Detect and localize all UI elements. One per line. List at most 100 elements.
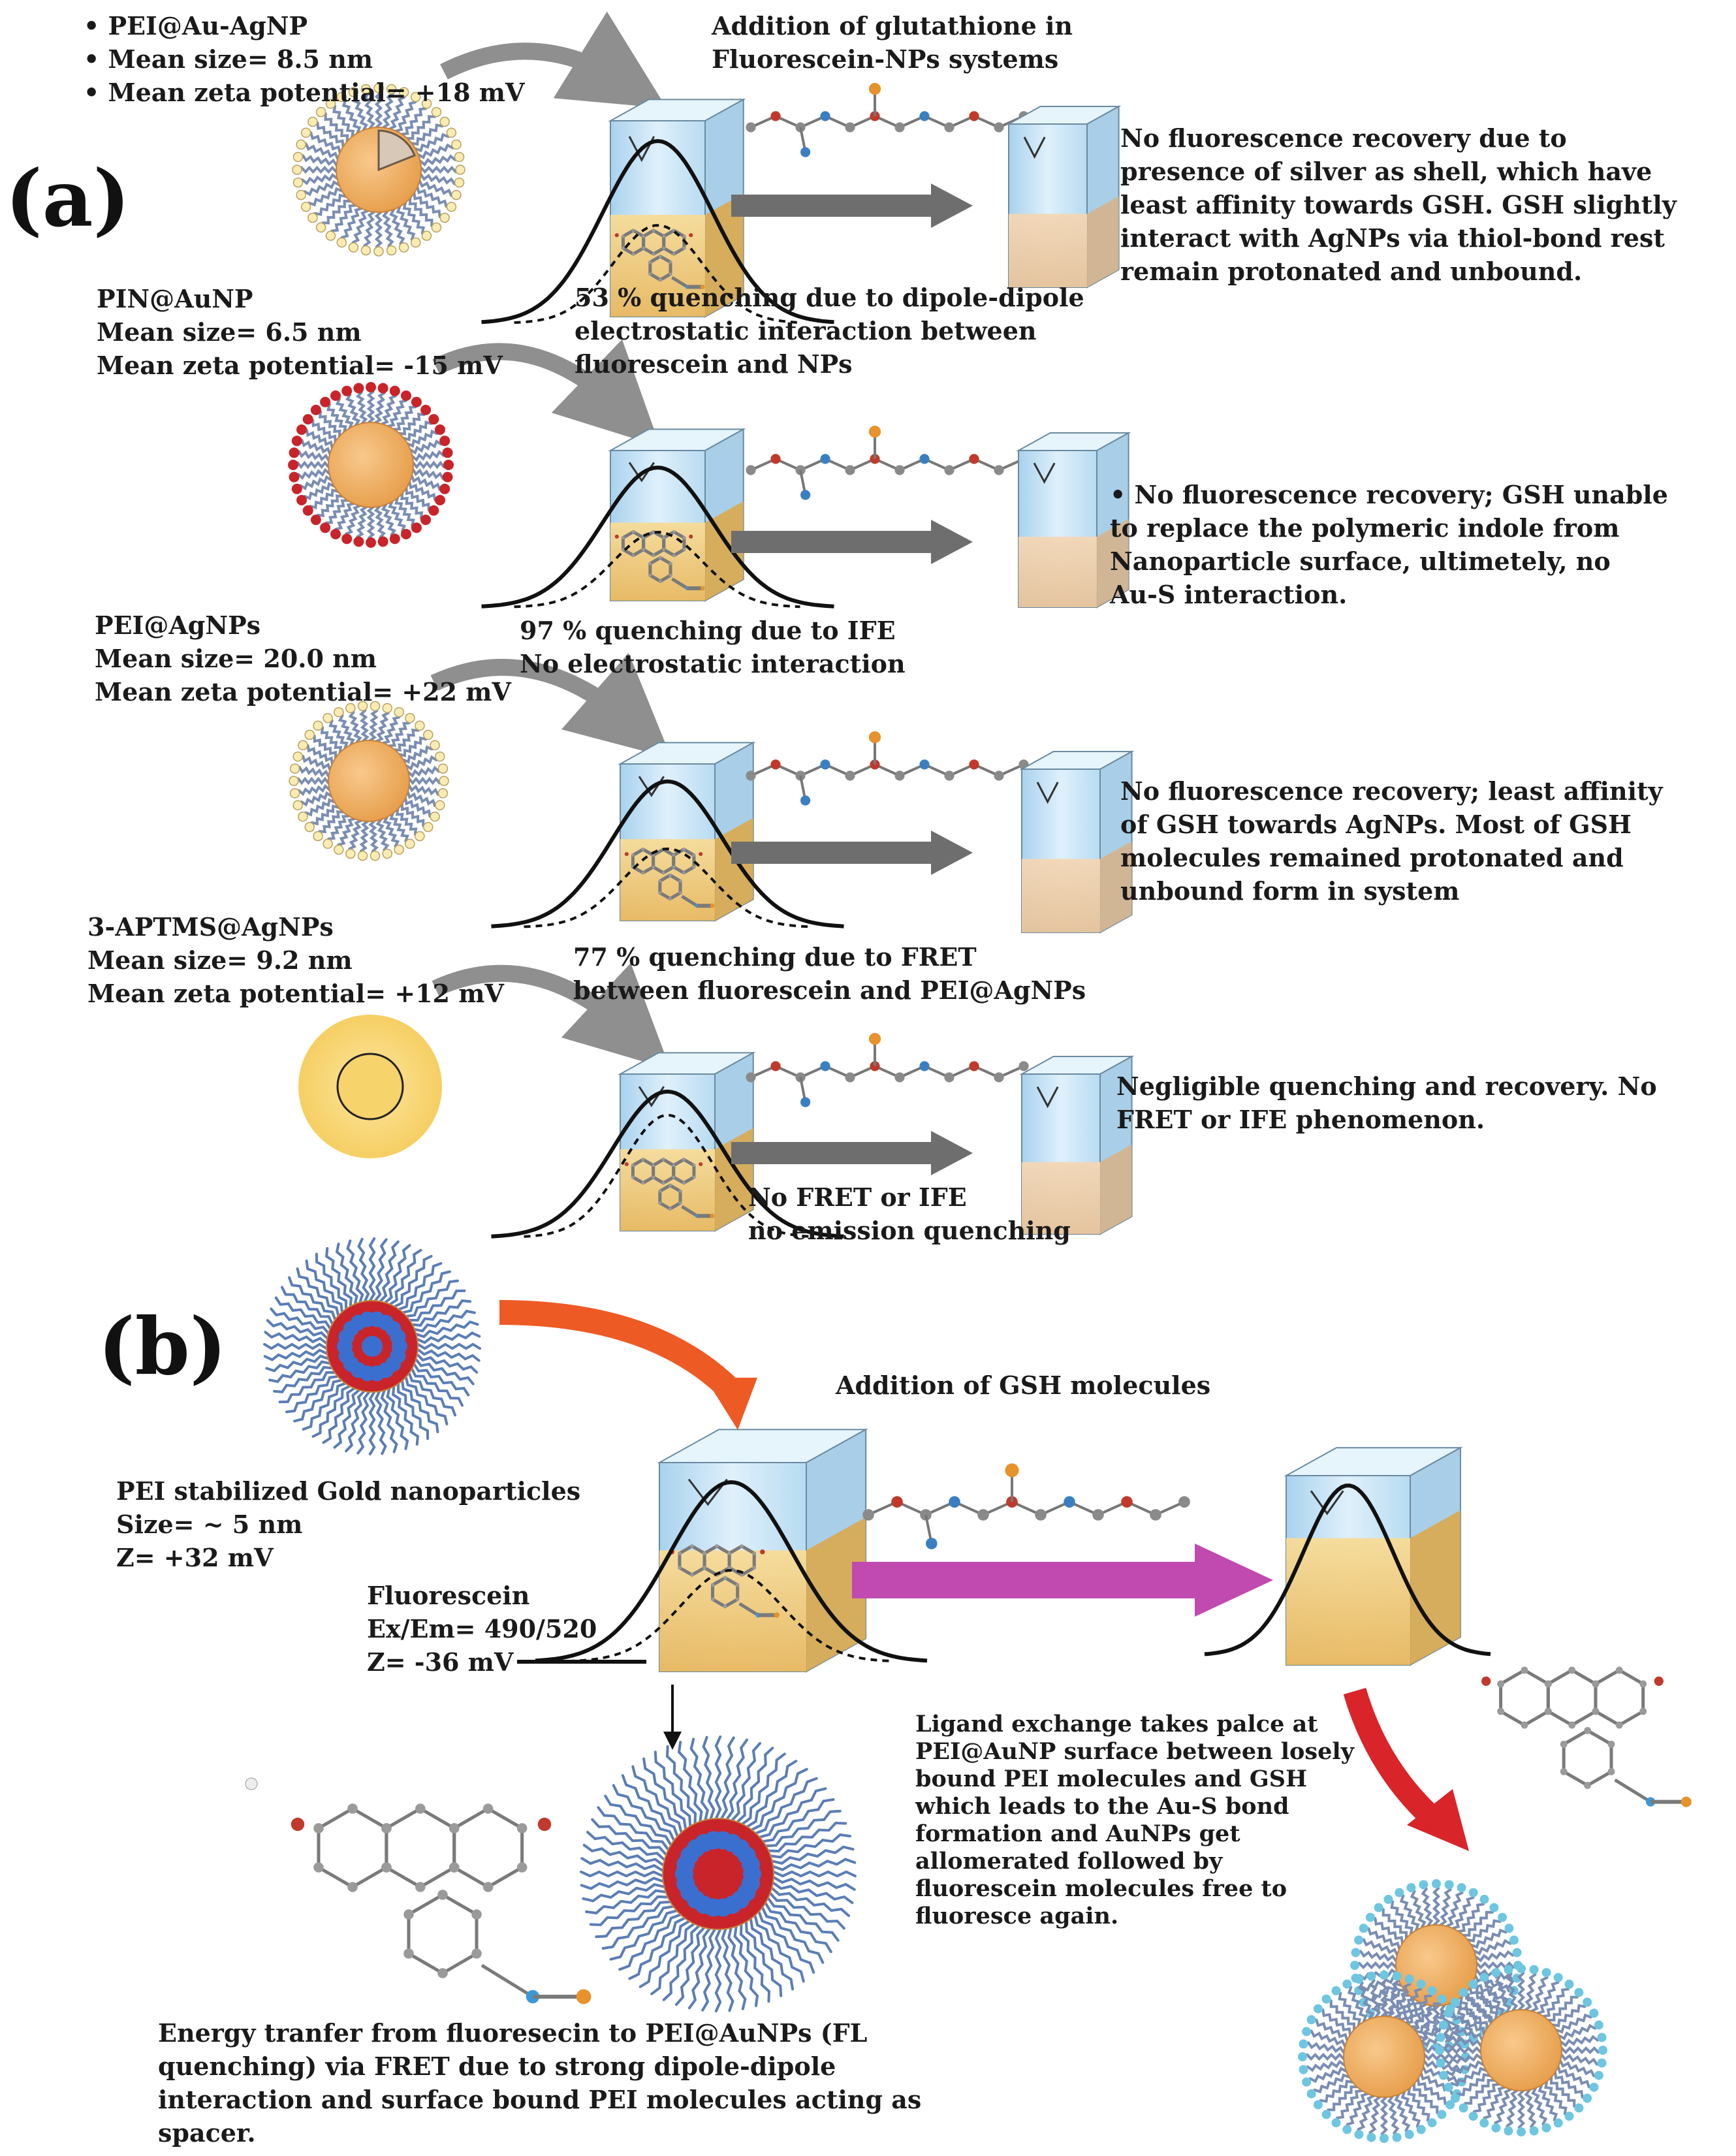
sample-cuvette xyxy=(608,98,746,318)
atom xyxy=(746,122,756,133)
atom xyxy=(669,1207,672,1211)
atom xyxy=(862,1509,874,1521)
cuvette-liquid-side xyxy=(1100,841,1132,932)
ligand-chain xyxy=(393,1255,433,1308)
sulfur-atom xyxy=(1005,1463,1019,1478)
ligand-chain xyxy=(388,721,411,748)
ligand-end-group xyxy=(401,529,411,539)
ligand-end-group xyxy=(1321,1994,1331,2004)
ligand-chain xyxy=(1412,2082,1439,2114)
ligand-end-group xyxy=(296,189,306,200)
ligand-chain xyxy=(388,95,406,131)
ligand-chain xyxy=(1464,2078,1496,2105)
ligand-chain xyxy=(1560,2046,1600,2055)
ligand-chain xyxy=(341,99,362,135)
ligand-chain xyxy=(405,115,436,140)
quench-line: No FRET or IFE xyxy=(748,1182,967,1212)
ligand-chain xyxy=(363,210,375,247)
atom xyxy=(1121,1496,1133,1508)
ligand-chain xyxy=(589,1895,669,1927)
ligand-chain xyxy=(1451,1896,1475,1930)
ligand-chain xyxy=(398,736,428,757)
atom xyxy=(1592,1680,1600,1688)
result-line: molecules remained protonated and xyxy=(1120,843,1624,872)
ligand-chain xyxy=(334,502,355,531)
atom xyxy=(682,1181,686,1185)
ligand-end-group xyxy=(373,83,384,93)
ligand-chain xyxy=(405,486,430,511)
ligand-chain xyxy=(412,460,445,469)
ligand-chain xyxy=(765,1809,842,1848)
ligand-chain xyxy=(662,1924,701,2001)
result-line: Negligible quenching and recovery. No xyxy=(1116,1071,1657,1101)
ligand-end-group xyxy=(435,495,445,505)
ligand-chain xyxy=(1399,1988,1423,2021)
ligand-chain xyxy=(1517,2089,1526,2129)
ligand-chain xyxy=(1556,2065,1590,2089)
ligand-end-group xyxy=(302,414,313,425)
atom xyxy=(723,1604,727,1609)
ligand-end-group xyxy=(289,776,299,786)
atom xyxy=(1615,1666,1623,1674)
ligand-chain xyxy=(689,1737,709,1822)
molecule-backbone xyxy=(750,763,1024,778)
ligand-end-group xyxy=(298,740,308,751)
ligand-end-group xyxy=(1331,1986,1341,1995)
ligand-chain xyxy=(402,1270,451,1314)
atom xyxy=(820,1061,830,1071)
atom xyxy=(1607,1768,1615,1775)
ligand-end-group xyxy=(1380,2134,1389,2143)
ligand-chain xyxy=(767,1821,847,1853)
atom xyxy=(944,1072,955,1083)
ligand-end-group xyxy=(1306,2015,1316,2025)
ligand-end-group xyxy=(310,515,321,526)
panel-a-label: (a) xyxy=(5,153,131,245)
ligand-end-group xyxy=(442,471,453,483)
ligand-chain xyxy=(351,209,369,244)
ligand-chain xyxy=(1410,2002,1442,2029)
ligand-chain xyxy=(1444,2053,1483,2066)
ligand-chain xyxy=(750,1768,808,1831)
ligand-end-group xyxy=(1594,2020,1603,2030)
result-cuvette xyxy=(1019,750,1135,934)
freed-fluorescein-molecule xyxy=(1481,1666,1692,1807)
ligand-end-group xyxy=(437,788,449,799)
atom xyxy=(1035,1509,1047,1521)
result-cuvette xyxy=(1016,432,1131,609)
ligand-chain xyxy=(1517,1972,1526,2011)
ligand-chain xyxy=(739,1923,771,2003)
ligand-end-group xyxy=(289,447,300,458)
ligand-chain xyxy=(387,399,407,428)
ligand-chain xyxy=(322,1387,356,1444)
atom xyxy=(800,490,811,500)
ligand-chain xyxy=(410,475,441,491)
molecule-bond xyxy=(1614,1778,1652,1803)
ligand-chain xyxy=(300,165,338,174)
fluorescein-molecule xyxy=(624,1157,715,1218)
sulfur-atom xyxy=(710,1213,715,1218)
ligand-end-group xyxy=(360,245,371,256)
fluorescein-molecule xyxy=(624,847,715,908)
atom xyxy=(642,548,645,551)
ligand-chain xyxy=(313,735,338,759)
atom xyxy=(641,848,645,851)
atom xyxy=(735,1583,740,1587)
ligand-end-group xyxy=(428,414,439,425)
ligand-chain xyxy=(346,1239,364,1304)
ligand-end-group xyxy=(439,776,449,786)
ligand-chain xyxy=(394,101,417,133)
ligand-chain xyxy=(618,1913,682,1971)
ligand-chain xyxy=(1457,1903,1485,1933)
ligand-chain xyxy=(1443,2046,1482,2055)
emission-curve xyxy=(481,466,834,609)
ligand-chain xyxy=(591,1818,668,1856)
ligand-chain xyxy=(1559,2059,1596,2078)
ligand-chain xyxy=(642,1757,687,1831)
ligand-chain xyxy=(1367,1927,1401,1950)
ligand-chain xyxy=(769,1833,851,1859)
atom xyxy=(919,759,930,770)
gsh-title: Addition of GSH molecules xyxy=(836,1371,1211,1400)
ligand-end-group xyxy=(431,106,442,118)
ligand-chain xyxy=(388,1248,422,1306)
ligand-chain xyxy=(416,1353,479,1374)
